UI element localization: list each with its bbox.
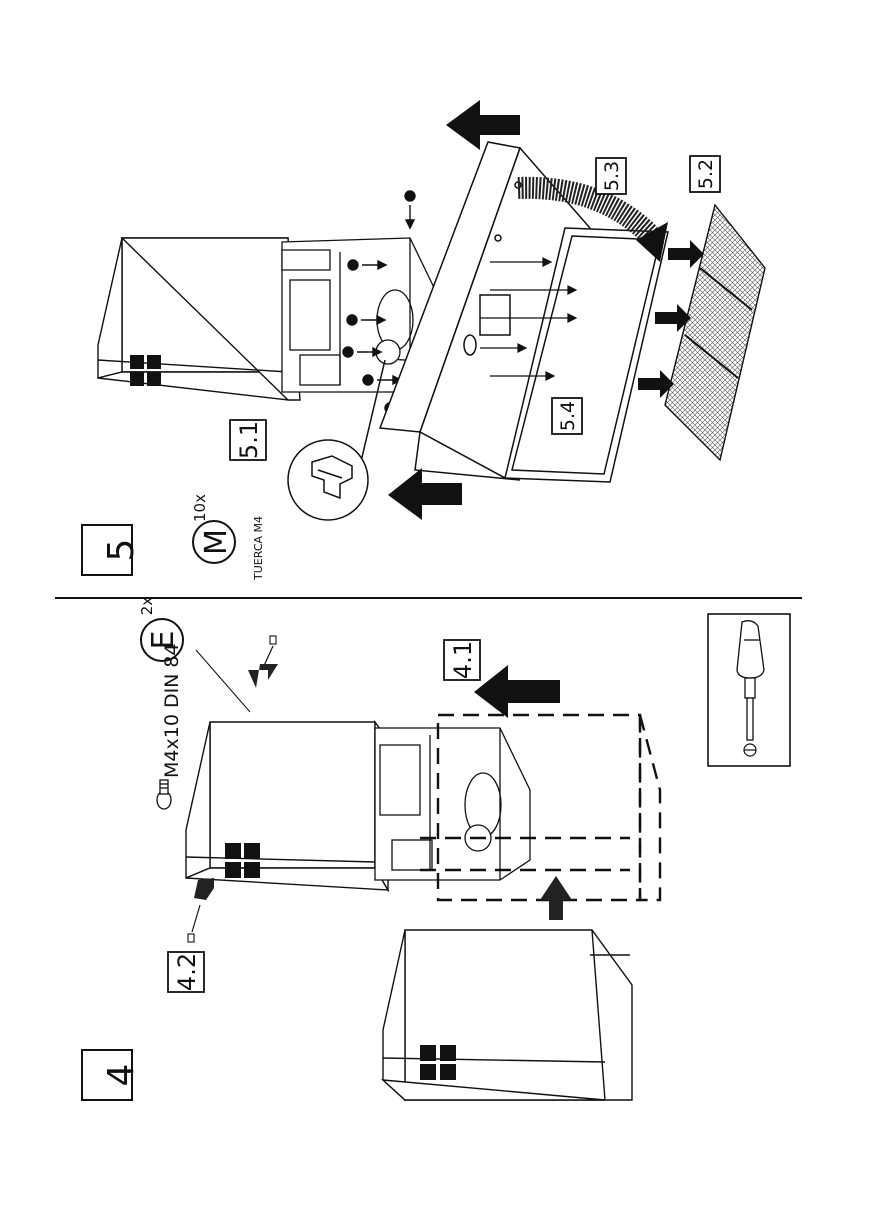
svg-text:4.2: 4.2 <box>173 953 201 991</box>
substep-5-3: 5.3 <box>596 158 626 194</box>
step5-number: 5 <box>101 539 142 562</box>
svg-text:5.4: 5.4 <box>557 401 579 431</box>
step4-motor-housing <box>375 728 530 880</box>
step4-number-box: 4 <box>82 1050 142 1100</box>
nut-quantity: 10x <box>191 494 209 522</box>
substep-4-2: 4.2 <box>168 952 204 992</box>
screw-arrow-top <box>248 636 278 688</box>
screw-arrow-bottom <box>188 878 214 942</box>
step5-chimney-unit <box>98 238 300 400</box>
tool-inset <box>708 614 790 766</box>
svg-text:5.1: 5.1 <box>235 421 263 459</box>
step4-chimney-unit <box>186 722 388 890</box>
substep-5-2: 5.2 <box>690 156 720 192</box>
substep-5-4: 5.4 <box>552 398 582 434</box>
push-arrow-top <box>446 100 520 150</box>
screw-quantity: 2x <box>138 597 156 616</box>
insert-arrow <box>540 876 572 920</box>
screw-code: E <box>146 631 181 650</box>
nut-name: TUERCA M4 <box>252 516 265 581</box>
svg-text:5.2: 5.2 <box>695 159 717 189</box>
step4-panel: 4 M4x10 DIN 84 E 2x <box>82 597 790 1100</box>
screw-spec: M4x10 DIN 84 <box>161 643 183 778</box>
step5-panel: 5 M 10x TUERCA M4 <box>82 100 765 581</box>
nut-callout: M 10x TUERCA M4 <box>191 494 265 581</box>
step4-number: 4 <box>101 1064 142 1087</box>
svg-text:5.3: 5.3 <box>601 161 623 191</box>
substep-5-1: 5.1 <box>230 420 266 460</box>
step4-lower-chimney <box>383 930 632 1100</box>
screw-icon <box>157 780 171 809</box>
push-arrow-bottom <box>388 468 462 520</box>
svg-text:4.1: 4.1 <box>449 641 477 679</box>
step5-number-box: 5 <box>82 525 142 575</box>
nut-code: M <box>199 529 234 555</box>
lift-arrow <box>474 665 560 718</box>
grease-filter <box>665 205 765 460</box>
substep-4-1: 4.1 <box>444 640 480 680</box>
